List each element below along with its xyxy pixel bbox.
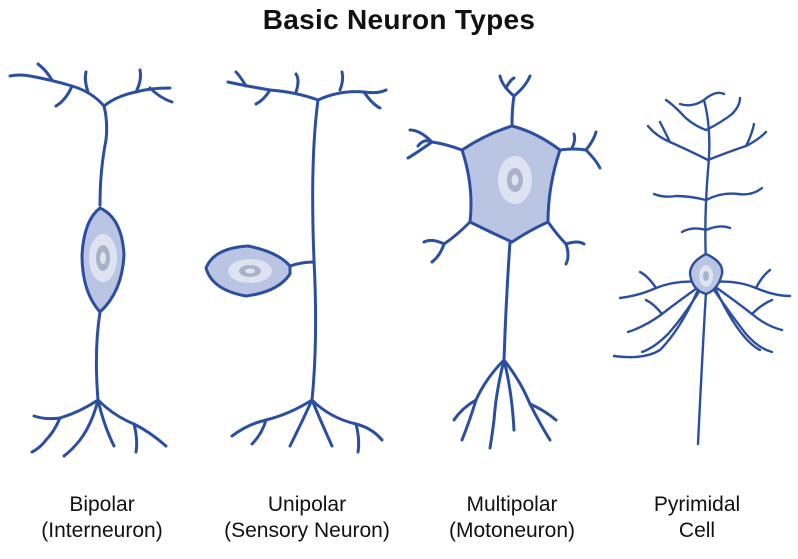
multipolar-neuron-illustration: [406, 74, 602, 450]
caption-bipolar-subtitle: (Interneuron): [41, 519, 163, 542]
bipolar-nucleus: [89, 234, 117, 282]
caption-pyramidal-subtitle: Cell: [678, 519, 716, 542]
unipolar-neuron-illustration: [204, 70, 388, 454]
caption-pyramidal: Pyrimidal Cell: [597, 492, 797, 544]
caption-multipolar-name: Multipolar: [466, 493, 558, 516]
caption-bipolar: Bipolar (Interneuron): [2, 492, 202, 544]
multipolar-nucleus: [498, 156, 532, 204]
caption-unipolar: Unipolar (Sensory Neuron): [207, 492, 407, 544]
caption-bipolar-name: Bipolar: [69, 493, 135, 516]
unipolar-nucleus: [228, 259, 272, 283]
pyramidal-nucleus: [699, 265, 713, 287]
caption-multipolar: Multipolar (Motoneuron): [412, 492, 612, 544]
diagram-title: Basic Neuron Types: [262, 4, 536, 35]
caption-unipolar-subtitle: (Sensory Neuron): [224, 519, 390, 542]
caption-pyramidal-name: Pyrimidal: [653, 493, 741, 516]
caption-multipolar-subtitle: (Motoneuron): [448, 519, 576, 542]
caption-unipolar-name: Unipolar: [267, 493, 347, 516]
